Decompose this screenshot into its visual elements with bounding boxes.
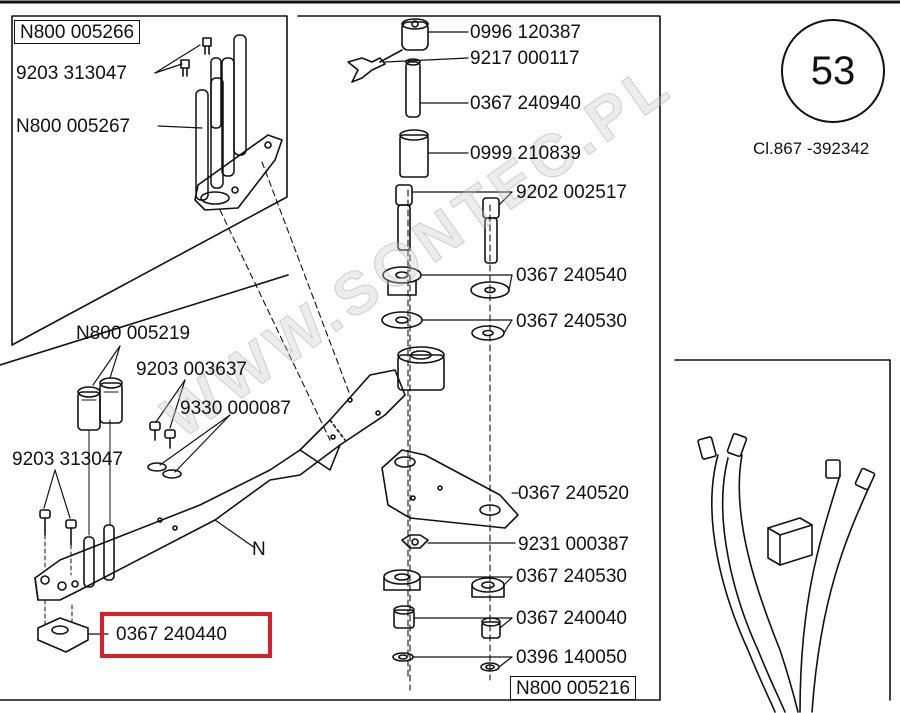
part-label-0396-140050: 0396 140050	[516, 647, 627, 668]
part-label-9330-000087: 9330 000087	[180, 398, 291, 419]
pin-holder-assembly	[180, 34, 283, 211]
panel-right-cables	[674, 359, 891, 701]
page-number: 53	[781, 19, 885, 123]
part-label-0367-240940: 0367 240940	[470, 93, 581, 114]
part-label-0367-240520: 0367 240520	[518, 483, 629, 504]
part-label-0367-240440[interactable]: 0367 240440	[116, 624, 227, 645]
part-label-0367-240530-lower: 0367 240530	[516, 566, 627, 587]
part-label-0367-240530-upper: 0367 240530	[516, 311, 627, 332]
screws-and-washers	[147, 421, 182, 479]
leaders-center	[384, 31, 519, 668]
part-label-0367-240040: 0367 240040	[516, 608, 627, 629]
leaders-knobs	[92, 345, 121, 386]
leaders-top-left	[154, 44, 203, 129]
part-label-9231-000387: 9231 000387	[518, 534, 629, 555]
cable-harness	[697, 432, 876, 713]
dashed-guides	[219, 161, 491, 691]
part-label-9203-313047: 9203 313047	[16, 63, 127, 84]
part-label-9203-003637: 9203 003637	[136, 359, 247, 380]
part-label-n800-005267: N800 005267	[16, 116, 131, 137]
arm-pins	[83, 419, 115, 588]
part-label-0999-210839: 0999 210839	[470, 143, 581, 164]
panel-center	[0, 15, 661, 701]
part-label-9203-313047-left: 9203 313047	[12, 449, 123, 470]
part-label-9217-000117: 9217 000117	[470, 48, 580, 69]
part-label-n800-005266: N800 005266	[14, 20, 141, 44]
center-stack	[347, 18, 519, 672]
part-label-9202-002517: 9202 002517	[516, 182, 627, 203]
leaders-screws	[155, 379, 231, 473]
main-arm-plate	[34, 369, 406, 601]
part-label-n800-005219: N800 005219	[76, 323, 191, 344]
knob-caps	[77, 377, 123, 431]
leaders-left-screws	[43, 469, 71, 519]
part-label-0996-120387: 0996 120387	[470, 22, 581, 43]
highlight-box	[100, 612, 272, 658]
clamp-block	[37, 599, 109, 653]
left-screws	[39, 509, 77, 576]
panel-top-left	[11, 15, 288, 346]
panel-left-top-edge	[0, 274, 289, 366]
part-label-n800-005216: N800 005216	[510, 676, 637, 700]
leader-n	[214, 519, 256, 549]
arm-label-n: N	[252, 539, 266, 560]
catalog-reference: Cl.867 -392342	[753, 139, 870, 158]
part-label-0367-240540: 0367 240540	[516, 265, 627, 286]
